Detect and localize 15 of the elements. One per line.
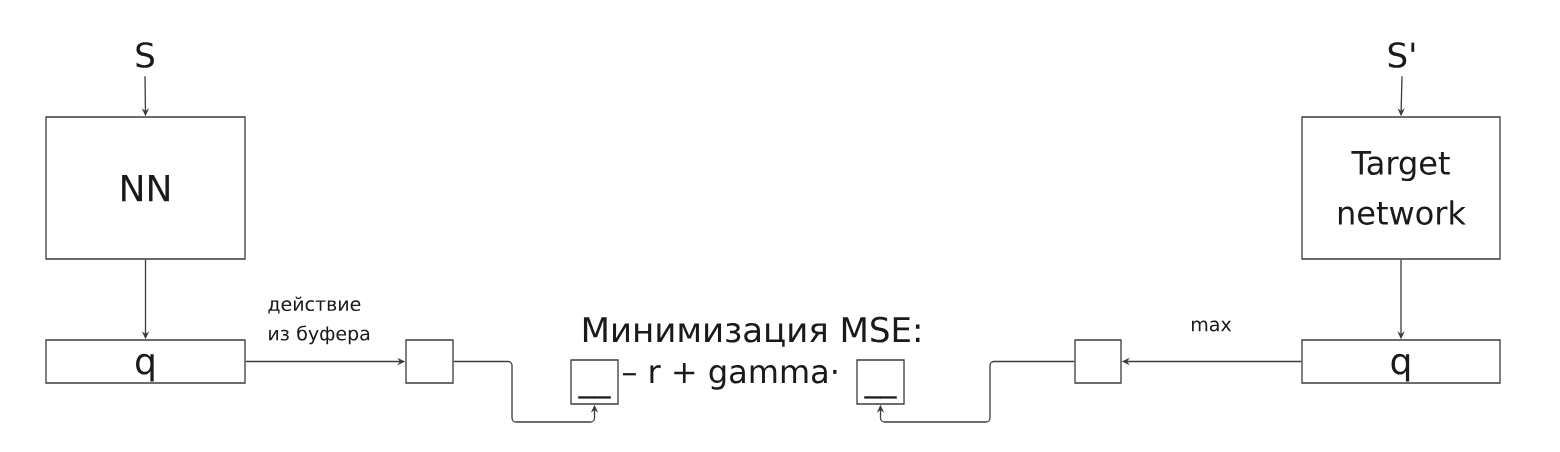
network-box: NN	[45, 116, 246, 260]
formula-text: – r + gamma·	[622, 362, 837, 390]
empty-box	[1074, 339, 1122, 384]
edge-label: действие из буфера	[268, 296, 370, 345]
output-box: q	[1301, 339, 1501, 384]
input-label: S	[136, 42, 154, 68]
heading-text: Минимизация MSE:	[583, 316, 920, 347]
output-box: q	[45, 339, 246, 384]
blank-box: __	[570, 359, 619, 405]
edge-label: max	[1192, 320, 1232, 332]
blank-box: __	[856, 359, 905, 405]
empty-box	[405, 339, 454, 384]
network-box: Target network	[1301, 116, 1501, 260]
input-label: S'	[1388, 42, 1415, 68]
connector-arrow	[876, 360, 1075, 423]
